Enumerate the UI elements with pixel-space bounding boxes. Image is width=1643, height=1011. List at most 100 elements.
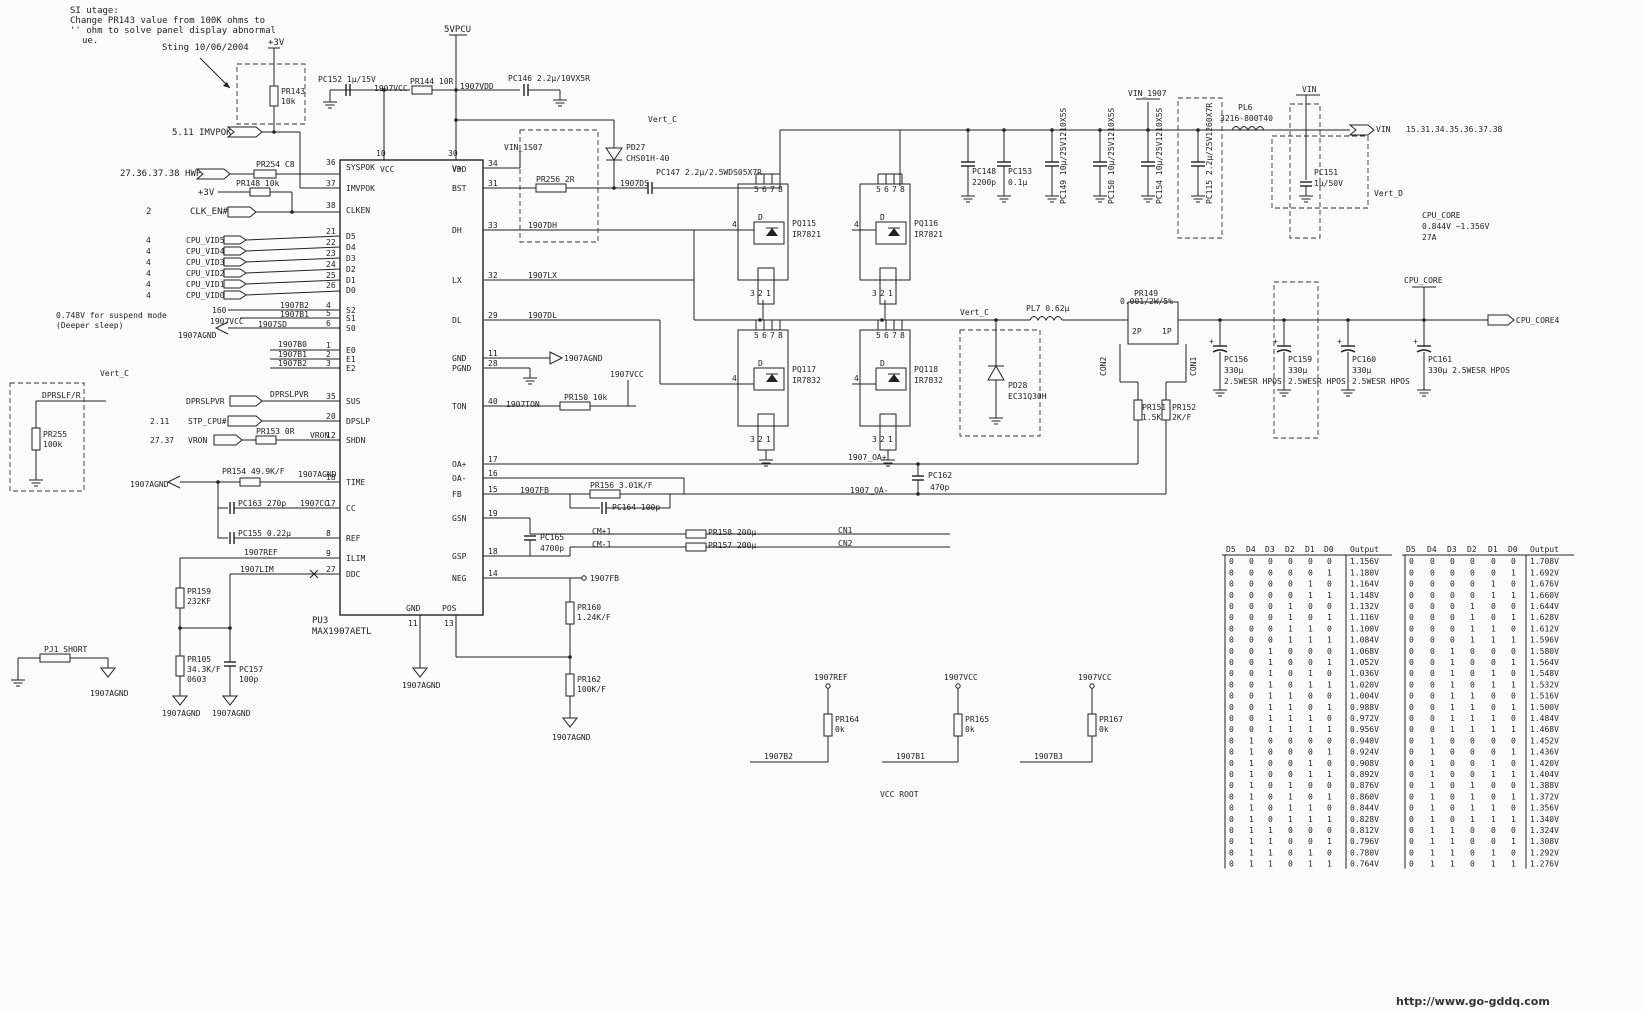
table-bit: 1 xyxy=(1491,624,1496,633)
table-bit: 0 xyxy=(1229,568,1234,577)
cap-esr: 2.5WESR HPOS xyxy=(1224,377,1282,386)
pr162-value: 100K/F xyxy=(577,685,606,694)
vron-ref: 27.37 xyxy=(150,436,174,445)
table-output: 0.828V xyxy=(1350,815,1379,824)
pr143-resistor xyxy=(269,85,279,107)
table-bit: 1 xyxy=(1288,792,1293,801)
note-line-1: SI utage: xyxy=(70,6,119,16)
table-bit: 1 xyxy=(1491,804,1496,813)
mosfet-pin: 8 xyxy=(778,331,783,340)
mosfet-pin: 7 xyxy=(892,185,897,194)
ground-symbol xyxy=(1140,195,1156,203)
table-bit: 0 xyxy=(1268,568,1273,577)
table-bit: 0 xyxy=(1327,692,1332,701)
table-bit: 0 xyxy=(1229,647,1234,656)
mosfet-pin: 1 xyxy=(888,289,893,298)
vid-connector xyxy=(223,268,247,278)
mosfet-pin: 5 xyxy=(876,331,881,340)
net-1907b1-b: 1907B1 xyxy=(278,350,307,359)
table-bit: 1 xyxy=(1268,658,1273,667)
table-bit: 0 xyxy=(1249,669,1254,678)
vin-refs: 15.31.34.35.36.37.38 xyxy=(1406,125,1503,134)
table-bit: 1 xyxy=(1327,591,1332,600)
table-output: 1.116V xyxy=(1350,613,1379,622)
ic-pin-num: 5 xyxy=(326,309,331,318)
con2-label: CON2 xyxy=(1099,357,1108,376)
ic-pin-num: 18 xyxy=(488,547,498,556)
table-bit: 1 xyxy=(1308,636,1313,645)
table-output: 1.068V xyxy=(1350,647,1379,656)
table-output: 1.292V xyxy=(1530,848,1559,857)
pc151-value: 1µ/50V xyxy=(1314,179,1343,188)
mosfet-d-label: D xyxy=(758,359,763,368)
table-bit: 0 xyxy=(1491,792,1496,801)
table-bit: 0 xyxy=(1470,658,1475,667)
table-bit: 1 xyxy=(1327,815,1332,824)
table-bit: 0 xyxy=(1229,781,1234,790)
ground-symbol xyxy=(1276,389,1292,397)
table-output: 1.100V xyxy=(1350,624,1379,633)
table-bit: 0 xyxy=(1327,848,1332,857)
mosfet-pin: 5 xyxy=(754,185,759,194)
cap-label: PC161 xyxy=(1428,355,1452,364)
mosfet-part: IR7821 xyxy=(792,230,821,239)
ic-pin-name: GND xyxy=(452,354,467,363)
output-stage: Vert_C PL7 0.62µ PD28 EC31Q30H PR149 0.0… xyxy=(959,276,1560,439)
ground-symbol xyxy=(1092,195,1108,203)
ic-pin-num: 12 xyxy=(326,431,336,440)
table-bit: 1 xyxy=(1308,725,1313,734)
table-bit: 0 xyxy=(1430,624,1435,633)
junction-dot xyxy=(880,318,884,322)
pr105-label: PR105 xyxy=(187,655,211,664)
table-bit: 1 xyxy=(1450,848,1455,857)
table-bit: 0 xyxy=(1288,736,1293,745)
table-bit: 1 xyxy=(1470,815,1475,824)
table-bit: 0 xyxy=(1268,624,1273,633)
table-bit: 0 xyxy=(1450,748,1455,757)
pr143-dashed-box xyxy=(236,63,306,125)
table-bit: 0 xyxy=(1409,826,1414,835)
table-bit: 0 xyxy=(1430,703,1435,712)
pc151-dashed-box xyxy=(1271,135,1369,209)
pl6-label: PL6 xyxy=(1238,103,1253,112)
table-bit: 0 xyxy=(1409,591,1414,600)
ic-pin-num: 17 xyxy=(488,455,498,464)
vid-label: CPU_VID5 xyxy=(186,236,225,245)
table-header: D5 xyxy=(1226,545,1236,554)
vcc-root-res-value: 0k xyxy=(1099,725,1109,734)
table-bit: 1 xyxy=(1450,647,1455,656)
table-bit: 1 xyxy=(1430,748,1435,757)
table-output: 1.628V xyxy=(1530,613,1559,622)
ic-pin-name: DH xyxy=(452,226,462,235)
table-bit: 0 xyxy=(1409,680,1414,689)
cap-label: PC159 xyxy=(1288,355,1312,364)
table-bit: 1 xyxy=(1450,860,1455,869)
table-bit: 0 xyxy=(1409,748,1414,757)
agnd-net-4: 1907AGND xyxy=(162,709,201,718)
table-bit: 0 xyxy=(1430,692,1435,701)
table-bit: 1 xyxy=(1288,804,1293,813)
table-output: 1.340V xyxy=(1530,815,1559,824)
vcc-root-net: 1907VCC xyxy=(1078,673,1112,682)
table-bit: 1 xyxy=(1327,568,1332,577)
ic-pin-num: 3 xyxy=(326,359,331,368)
table-output: 0.812V xyxy=(1350,826,1379,835)
table-bit: 0 xyxy=(1450,792,1455,801)
ic-pin-name: OA- xyxy=(452,474,466,483)
pc155-label: PC155 0.22µ xyxy=(238,529,291,538)
ic-pin-name: VDD xyxy=(452,165,467,174)
supply-network: 5VPCU PC152 1µ/15V 1907VCC PR144 10R 190… xyxy=(318,25,615,160)
cap-plate xyxy=(1212,349,1228,353)
net-cn2: CN2 xyxy=(838,539,853,548)
net-1907ds: 1907DS xyxy=(620,179,649,188)
ic-pin-name: DPSLP xyxy=(346,417,370,426)
table-bit: 0 xyxy=(1268,602,1273,611)
table-bit: 1 xyxy=(1308,815,1313,824)
ic-pu3: PU3 MAX1907AETL 36SYSPOK37IMVPOK38CLKEN2… xyxy=(312,149,498,637)
table-bit: 0 xyxy=(1491,703,1496,712)
table-bit: 1 xyxy=(1308,714,1313,723)
junction-dot xyxy=(1098,128,1102,132)
table-bit: 1 xyxy=(1249,736,1254,745)
mosfet-pin: 1 xyxy=(888,435,893,444)
table-bit: 0 xyxy=(1268,580,1273,589)
